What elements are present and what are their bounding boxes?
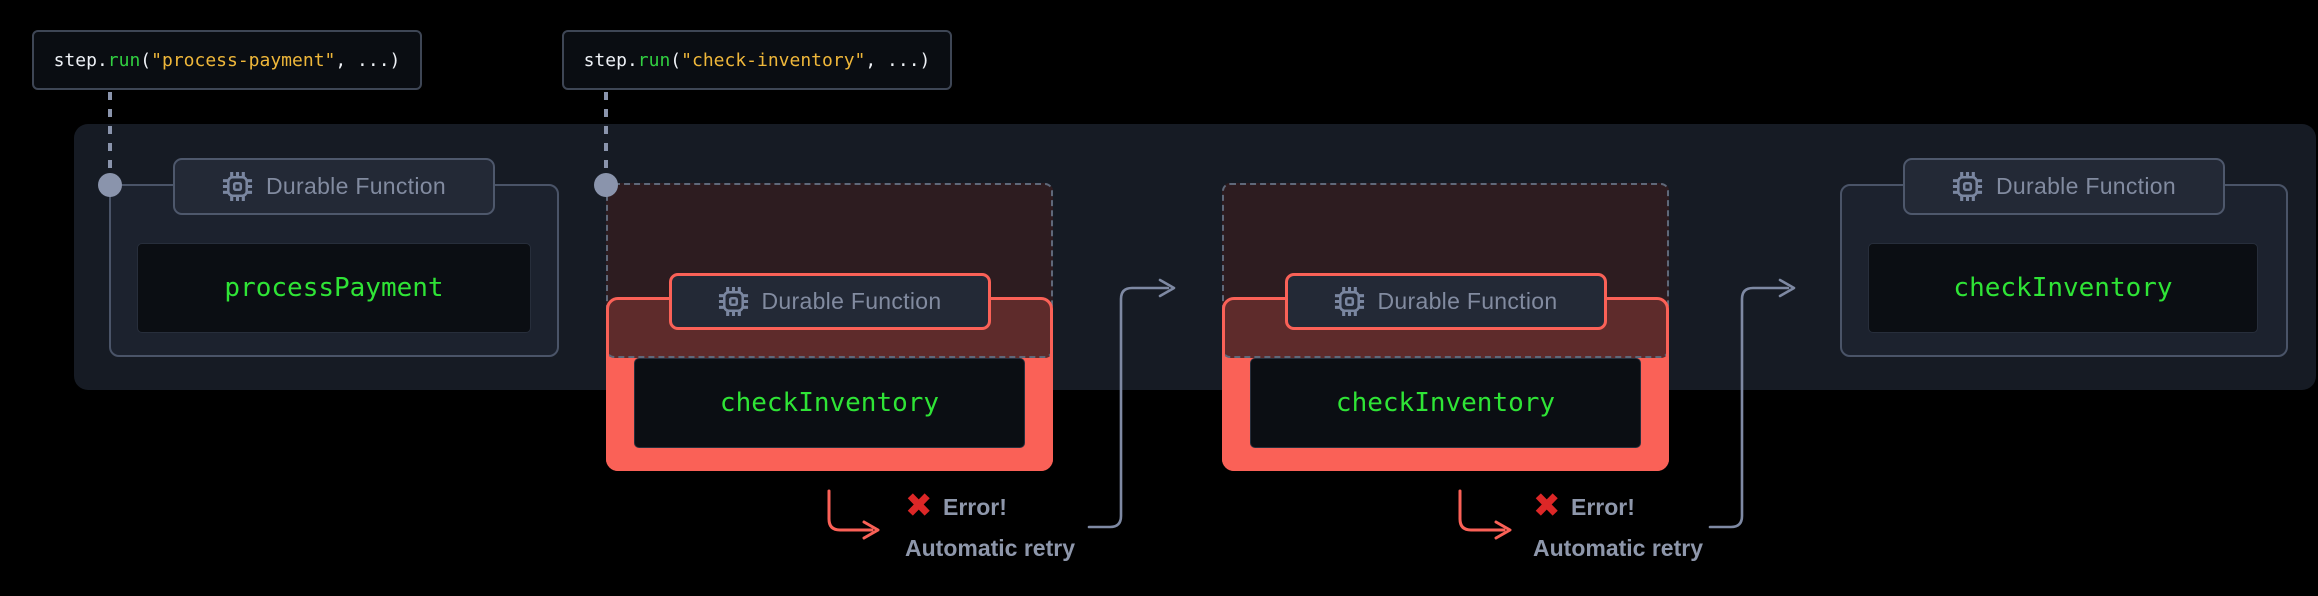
error-x-icon <box>1533 490 1560 524</box>
function-name: processPayment <box>224 273 444 303</box>
badge-label: Durable Function <box>1996 173 2176 199</box>
function-name: checkInventory <box>719 388 940 418</box>
error-arrow-2 <box>1458 489 1512 540</box>
code-tooltip-process-payment: step.run("process-payment", ...) <box>32 30 422 90</box>
durable-function-badge: Durable Function <box>1903 158 2225 215</box>
code-token: step. <box>583 49 638 71</box>
code-tooltip-check-inventory: step.run("check-inventory", ...) <box>562 30 952 90</box>
code-token: "check-inventory" <box>681 49 866 71</box>
durable-function-group-2-error: Durable Function checkInventory <box>606 183 1053 471</box>
error-label: Error! <box>943 493 1007 520</box>
function-name-box: checkInventory <box>634 358 1025 448</box>
durable-function-group-4: Durable Function checkInventory <box>1840 158 2288 357</box>
code-token: ( <box>670 49 682 71</box>
function-name-box: processPayment <box>137 243 531 333</box>
code-token: "process-payment" <box>151 49 336 71</box>
retry-label: Automatic retry <box>1533 535 1703 561</box>
durable-function-badge: Durable Function <box>1284 273 1607 330</box>
code-token: run <box>107 49 141 71</box>
error-annotation-2: Error! Automatic retry <box>1533 492 1703 562</box>
chip-icon <box>718 286 749 317</box>
code-token: ( <box>140 49 152 71</box>
badge-label: Durable Function <box>266 173 446 199</box>
error-label: Error! <box>1571 493 1635 520</box>
chip-icon <box>222 171 253 202</box>
code-token: , ...) <box>335 49 401 71</box>
chip-icon <box>1952 171 1983 202</box>
durable-function-badge: Durable Function <box>668 273 991 330</box>
code-token: run <box>637 49 671 71</box>
chip-icon <box>1334 286 1365 317</box>
function-name: checkInventory <box>1953 273 2173 303</box>
badge-label: Durable Function <box>761 288 942 314</box>
code-token: , ...) <box>865 49 931 71</box>
durable-function-group-1: Durable Function processPayment <box>109 158 559 357</box>
function-name-box: checkInventory <box>1250 358 1641 448</box>
retry-label: Automatic retry <box>905 535 1075 561</box>
error-x-icon <box>905 490 932 524</box>
durable-function-badge: Durable Function <box>173 158 495 215</box>
code-token: step. <box>53 49 108 71</box>
durable-function-group-3-error: Durable Function checkInventory <box>1222 183 1669 471</box>
function-name-box: checkInventory <box>1868 243 2258 333</box>
error-arrow-1 <box>827 489 880 540</box>
error-annotation-1: Error! Automatic retry <box>905 492 1075 562</box>
badge-label: Durable Function <box>1377 288 1558 314</box>
function-name: checkInventory <box>1335 388 1556 418</box>
